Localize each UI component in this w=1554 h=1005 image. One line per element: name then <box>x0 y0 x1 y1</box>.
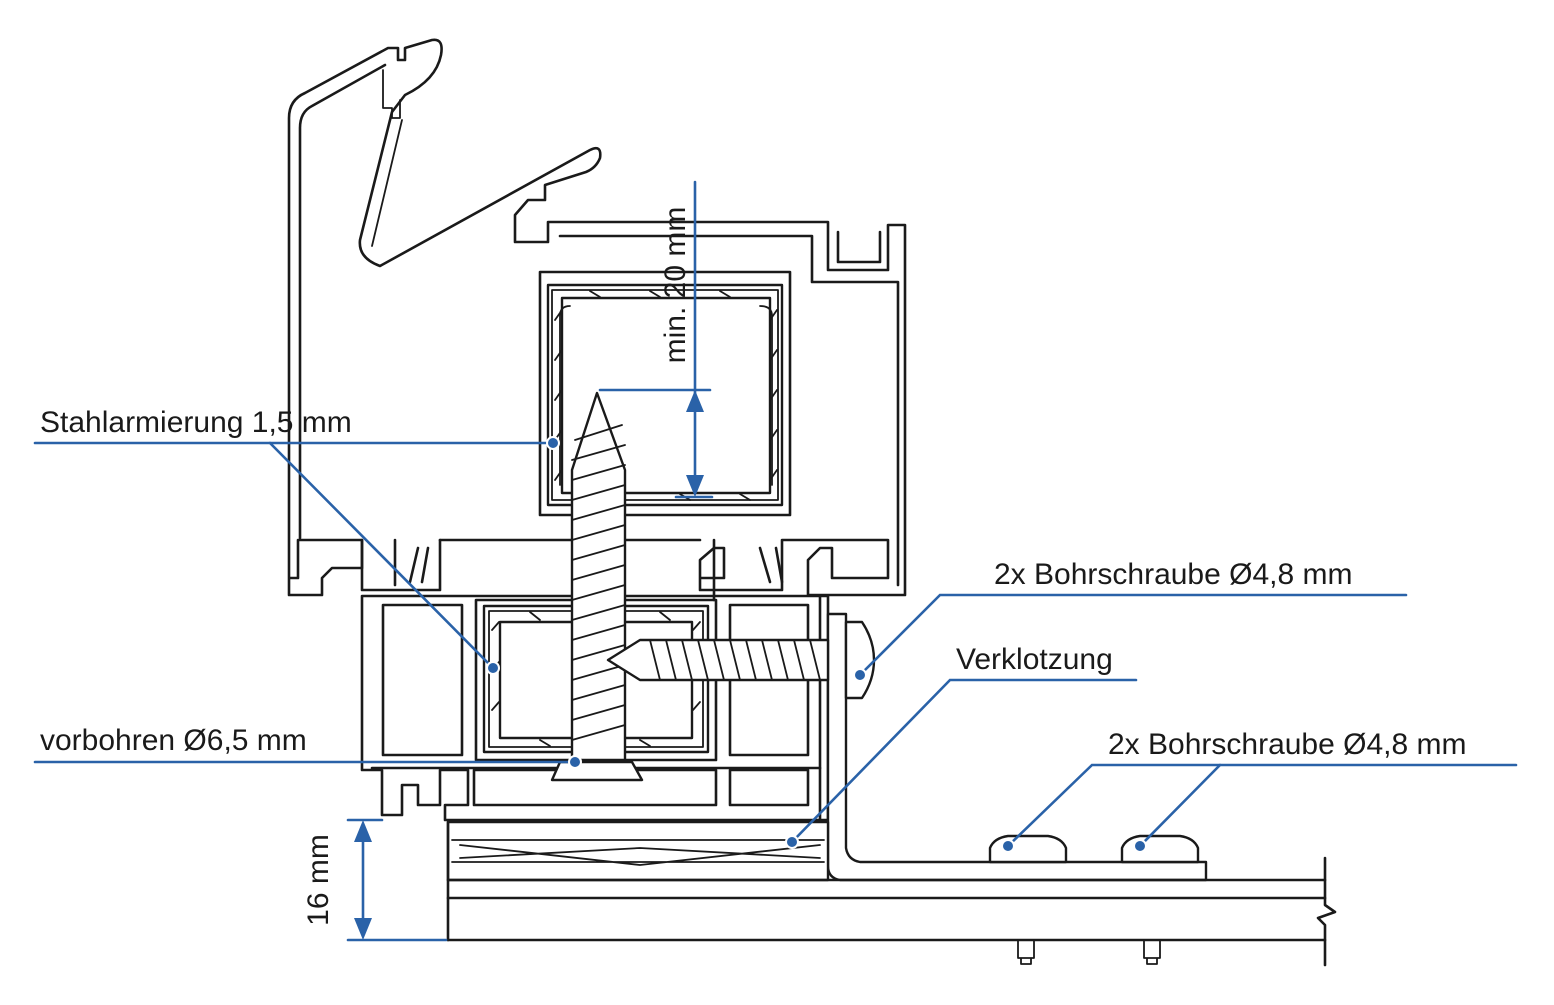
substrate <box>446 820 1337 967</box>
callout-screws-upper: 2x Bohrschraube Ø4,8 mm <box>853 558 1408 682</box>
callout-screws-lower: 2x Bohrschraube Ø4,8 mm <box>1001 728 1518 853</box>
vertical-screw <box>550 391 644 782</box>
label-steel: Stahlarmierung 1,5 mm <box>40 406 352 439</box>
label-screws-lower: 2x Bohrschraube Ø4,8 mm <box>1108 728 1467 761</box>
dimension-min-depth-label: min. 20 mm <box>659 207 692 364</box>
callout-blocking: Verklotzung <box>785 643 1138 849</box>
sash-profile <box>287 38 907 602</box>
horizontal-screw <box>606 638 830 682</box>
callout-steel: Stahlarmierung 1,5 mm <box>33 406 560 675</box>
label-predrill: vorbohren Ø6,5 mm <box>40 724 307 757</box>
label-blocking: Verklotzung <box>956 643 1113 676</box>
dimension-height-label: 16 mm <box>302 834 335 926</box>
dimension-min-depth: min. 20 mm <box>598 180 714 499</box>
label-screws-upper: 2x Bohrschraube Ø4,8 mm <box>994 558 1353 591</box>
bracket-screws <box>988 834 1200 864</box>
callout-predrill: vorbohren Ø6,5 mm <box>33 724 582 769</box>
dimension-height: 16 mm <box>302 818 448 942</box>
blocking-block <box>446 820 830 882</box>
